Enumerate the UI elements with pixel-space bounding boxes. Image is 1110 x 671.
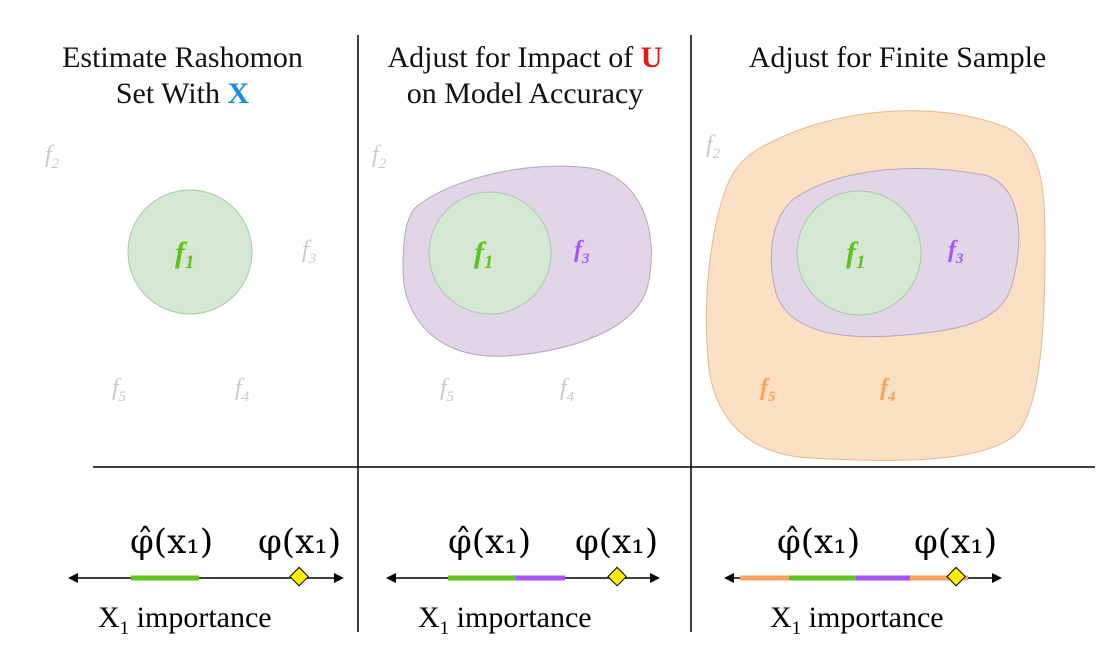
model-label-f1-panel-1: f1 <box>175 236 195 273</box>
axis-label-panel-1: X1 importance <box>98 601 272 639</box>
panel-1-title-line1: Estimate Rashomon <box>62 41 303 74</box>
panel-2-title-line2: on Model Accuracy <box>406 77 644 110</box>
panel-3-title-line1: Adjust for Finite Sample <box>748 41 1047 74</box>
panel-3-title: Adjust for Finite Sample <box>695 40 1100 76</box>
axis-panel-1 <box>68 566 344 587</box>
model-label-f4-panel-3: f4 <box>880 375 896 405</box>
model-label-f2-panel-2: f2 <box>372 142 387 172</box>
axis-label-panel-3: X1 importance <box>770 601 944 639</box>
model-label-f2-panel-1: f2 <box>45 142 60 172</box>
phi-diamond-panel-2 <box>607 566 628 587</box>
phi-hat-label-panel-3: φ̂(x₁) <box>777 522 860 562</box>
model-label-f4-panel-1: f4 <box>235 375 250 405</box>
panel-1-title-prefix: Set With <box>115 77 228 110</box>
model-label-f5-panel-1: f5 <box>112 375 127 405</box>
green-circle-panel-1 <box>127 189 253 315</box>
phi-diamond-panel-1 <box>289 566 310 587</box>
phi-label-panel-2: φ(x₁) <box>575 522 658 562</box>
axis-panel-3 <box>724 566 1002 587</box>
phi-diamond-panel-3 <box>946 566 967 587</box>
model-label-f3-panel-3: f3 <box>948 237 964 267</box>
model-label-f3-panel-2: f3 <box>574 237 590 267</box>
phi-hat-label-panel-2: φ̂(x₁) <box>448 522 531 562</box>
phi-label-panel-1: φ(x₁) <box>258 522 341 562</box>
model-label-f1-panel-3: f1 <box>846 236 866 273</box>
panel-1-title: Estimate Rashomon Set With X <box>15 40 350 112</box>
model-label-f5-panel-2: f5 <box>440 375 455 405</box>
phi-hat-label-panel-1: φ̂(x₁) <box>130 522 213 562</box>
panel-1-title-highlight-x: X <box>227 77 250 110</box>
axis-label-panel-2: X1 importance <box>418 601 592 639</box>
panel-2-title-highlight-u: U <box>640 41 663 74</box>
axis-panel-2 <box>386 566 660 587</box>
panel-2-title-line1: Adjust for Impact of U <box>360 40 690 76</box>
green-circle-panel-2 <box>428 191 552 315</box>
panel-2-title-prefix: Adjust for Impact of <box>387 41 641 74</box>
panel-1-title-line2: Set With X <box>15 76 350 112</box>
model-label-f3-panel-1: f3 <box>302 237 316 267</box>
model-label-f4-panel-2: f4 <box>560 375 575 405</box>
model-label-f2-panel-3: f2 <box>706 132 721 162</box>
model-label-f5-panel-3: f5 <box>760 375 776 405</box>
model-label-f1-panel-2: f1 <box>474 236 494 273</box>
phi-label-panel-3: φ(x₁) <box>914 522 997 562</box>
panel-2-title: Adjust for Impact of U on Model Accuracy <box>360 40 690 112</box>
green-circle-panel-3 <box>796 190 922 316</box>
